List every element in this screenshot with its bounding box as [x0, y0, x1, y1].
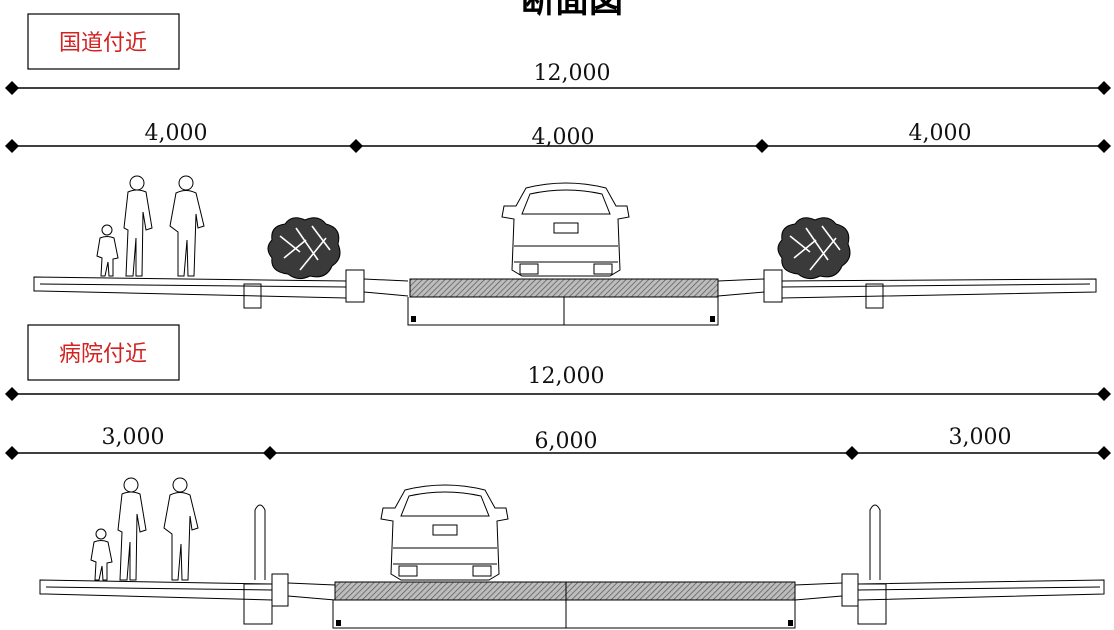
section-national-road: 国道付近 12,000 4,000 4,000 4,000 [5, 13, 1111, 326]
part-dimension-label: 6,000 [535, 429, 598, 454]
dimension-marker [263, 446, 277, 460]
car-illustration [380, 484, 509, 581]
dimension-marker [5, 139, 19, 153]
dimension-marker [755, 139, 769, 153]
diagram-title: 断面図 [521, 0, 623, 21]
road-cross-section [33, 269, 1097, 326]
dimension-marker [5, 81, 19, 95]
dimension-marker [1097, 81, 1111, 95]
part-dimension-line [5, 446, 1111, 460]
dimension-marker [1097, 387, 1111, 401]
section-label: 病院付近 [59, 342, 147, 367]
roadside-tree-left [267, 217, 341, 280]
section-label-box [27, 324, 180, 381]
dimension-marker [5, 446, 19, 460]
bollard-right [869, 504, 881, 580]
part-dimension-label: 4,000 [145, 121, 208, 146]
section-label: 国道付近 [59, 31, 147, 56]
part-dimension-label: 4,000 [532, 125, 595, 150]
section-label-box [27, 13, 180, 70]
part-dimension-label: 3,000 [102, 425, 165, 450]
part-dimension-line [5, 139, 1111, 153]
part-dimension-label: 3,000 [949, 425, 1012, 450]
section-hospital: 病院付近 12,000 3,000 6,000 3,000 [5, 324, 1111, 629]
pavement [409, 278, 719, 298]
dimension-marker [1097, 139, 1111, 153]
dimension-marker [5, 387, 19, 401]
total-dimension-label: 12,000 [534, 61, 611, 86]
total-dimension-label: 12,000 [528, 364, 605, 389]
car-illustration [501, 182, 630, 277]
road-cross-section [39, 573, 1105, 629]
pedestrians-illustration [90, 477, 199, 581]
dimension-marker [349, 139, 363, 153]
dimension-marker [1097, 446, 1111, 460]
total-dimension-line [5, 81, 1111, 95]
dimension-marker [845, 446, 859, 460]
roadside-tree-right [777, 217, 851, 280]
pavement [334, 581, 796, 601]
bollard-left [254, 504, 266, 580]
part-dimension-label: 4,000 [909, 121, 972, 146]
pedestrians-illustration [96, 175, 205, 277]
total-dimension-line [5, 387, 1111, 401]
